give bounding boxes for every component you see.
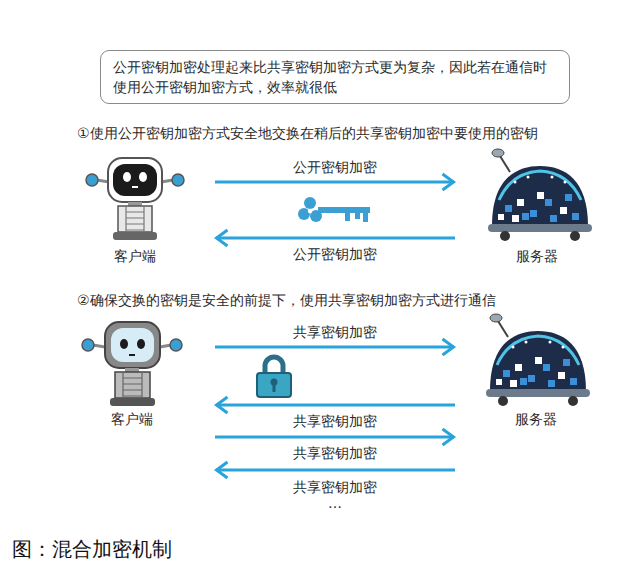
key-icon-part: [308, 209, 312, 213]
client-robot-part: [113, 232, 157, 240]
node-label: 客户端: [114, 247, 156, 265]
robot-node: 客户端: [75, 150, 215, 270]
arrow-connector: [215, 339, 454, 355]
client-robot-part: [132, 186, 138, 188]
arrow-connector: [217, 397, 456, 413]
arrow-head: [443, 429, 454, 445]
client-robot: [86, 158, 184, 240]
arrow-head: [443, 339, 454, 355]
arrow-connector: [217, 230, 456, 246]
client-robot-part: [120, 339, 128, 349]
robot-node: 服务器: [455, 150, 600, 270]
arrow-line: [217, 237, 456, 240]
robot-node: 客户端: [75, 312, 215, 484]
key-icon-part: [304, 197, 316, 209]
figure-caption: 图：混合加密机制: [12, 536, 172, 562]
client-robot-part: [172, 174, 184, 186]
client-robot-part: [123, 372, 142, 398]
arrow-head: [217, 397, 228, 413]
key-icon-part: [363, 213, 368, 222]
node-label: 服务器: [515, 410, 557, 428]
server-robot: [488, 149, 592, 241]
arrow-line: [217, 404, 456, 407]
node-label: 服务器: [516, 247, 558, 265]
step-heading: ②确保交换的密钥是安全的前提下，使用共享密钥加密方式进行通信: [77, 291, 496, 309]
client-robot-part: [129, 354, 135, 356]
server-robot: [486, 314, 590, 406]
lock-icon-part: [257, 373, 291, 397]
arrow-connector: [217, 462, 456, 478]
node-label: 客户端: [111, 410, 153, 428]
edge-label: 公开密钥加密: [290, 159, 380, 176]
arrow-head: [217, 230, 228, 246]
client-robot-part: [93, 345, 105, 347]
lock-icon-part: [273, 384, 276, 392]
arrow-head: [217, 462, 228, 478]
arrow-line: [215, 181, 454, 184]
edge-label: 共享密钥加密: [290, 324, 380, 341]
client-robot-part: [118, 206, 152, 232]
key-icon: [298, 197, 370, 222]
edge-label: 共享密钥加密: [290, 479, 380, 496]
edge-label: 共享密钥加密: [290, 413, 380, 430]
note-text: 公开密钥加密处理起来比共享密钥加密方式更为复杂，因此若在通信时使用公开密钥加密方…: [113, 57, 557, 97]
client-robot-part: [105, 322, 160, 368]
key-icon-part: [345, 213, 350, 221]
client-robot-part: [86, 174, 98, 186]
client-robot: [82, 322, 182, 406]
key-icon-part: [355, 213, 360, 219]
edge-label: 公开密钥加密: [290, 246, 380, 263]
client-robot-part: [108, 158, 162, 202]
robot-node: 服务器: [455, 312, 600, 484]
client-robot-part: [170, 339, 182, 351]
ellipsis-label: …: [328, 494, 342, 512]
arrow-line: [217, 469, 456, 472]
arrow-line: [215, 436, 454, 439]
client-robot-part: [139, 172, 147, 182]
lock-icon: [257, 357, 291, 397]
arrow-line: [215, 346, 454, 349]
client-robot-part: [113, 164, 157, 196]
client-robot-part: [137, 339, 145, 349]
client-robot-part: [110, 398, 155, 406]
edge-label: 共享密钥加密: [290, 445, 380, 462]
lock-icon-part: [265, 357, 283, 374]
arrow-connector: [215, 174, 454, 190]
client-robot-part: [111, 328, 154, 362]
note-box: 公开密钥加密处理起来比共享密钥加密方式更为复杂，因此若在通信时使用公开密钥加密方…: [100, 50, 570, 104]
arrow-connector: [215, 429, 454, 445]
client-robot-part: [126, 206, 144, 232]
step-heading: ①使用公开密钥加密方式安全地交换在稍后的共享密钥加密中要使用的密钥: [77, 124, 538, 142]
arrow-head: [443, 174, 454, 190]
client-robot-part: [82, 339, 94, 351]
client-robot-part: [115, 372, 150, 398]
key-icon-part: [318, 207, 370, 213]
client-robot-part: [123, 172, 131, 182]
